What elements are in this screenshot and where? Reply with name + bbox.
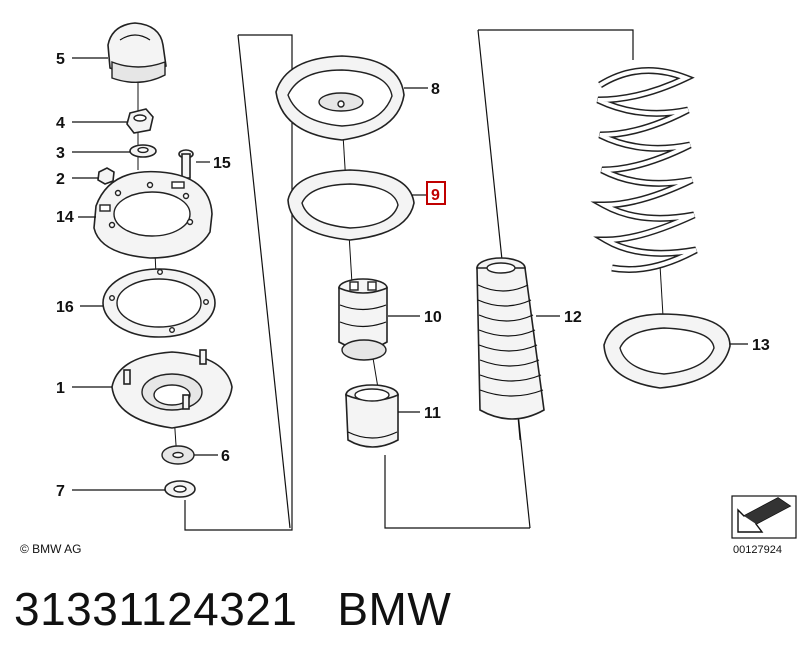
leader-lines [72,57,748,491]
part-1-strut-mount [111,349,233,429]
callout-7: 7 [56,483,65,500]
part-5-cap [107,22,167,83]
copyright-text: © BMW AG [20,542,82,556]
callout-8: 8 [431,81,440,98]
callout-10: 10 [424,309,442,326]
part-3-washer [129,144,157,158]
callout-11: 11 [424,405,441,422]
callout-6: 6 [221,448,230,465]
part-12-boot [476,257,545,420]
image-number-text: 00127924 [733,544,782,556]
part-16-gasket [102,268,216,338]
callout-2: 2 [56,171,65,188]
part-number-caption: 31331124321 BMW [14,582,451,636]
part-8-spring-seat [275,55,405,141]
callout-15: 15 [213,155,231,172]
brand-name: BMW [337,583,452,635]
arrow-icon-box [731,495,797,539]
callout-1: 1 [56,380,65,397]
part-10-bump-stop [338,278,388,361]
part-14-plate [93,170,213,259]
part-7-washer [164,480,196,498]
assembly-frame-lines [184,29,634,531]
part-11-dust-cap [345,384,399,448]
callout-9-highlight-box [426,181,446,205]
callout-9: 9 [431,187,440,204]
part-number: 31331124321 [14,583,298,635]
part-13-spring-pad [603,313,731,389]
callout-12: 12 [564,309,582,326]
part-15-bolt [178,149,194,179]
callout-3: 3 [56,145,65,162]
callout-4: 4 [56,115,65,132]
callout-labels: 5 4 3 2 15 14 16 1 6 7 8 9 10 11 12 13 [56,51,770,500]
callout-14: 14 [56,209,74,226]
part-4-nut [126,108,154,134]
callout-13: 13 [752,337,770,354]
part-6-washer [161,445,195,465]
part-2-nut [97,167,115,185]
part-9-rubber-ring [287,169,415,241]
callout-16: 16 [56,299,74,316]
callout-5: 5 [56,51,65,68]
coil-spring [590,66,698,274]
